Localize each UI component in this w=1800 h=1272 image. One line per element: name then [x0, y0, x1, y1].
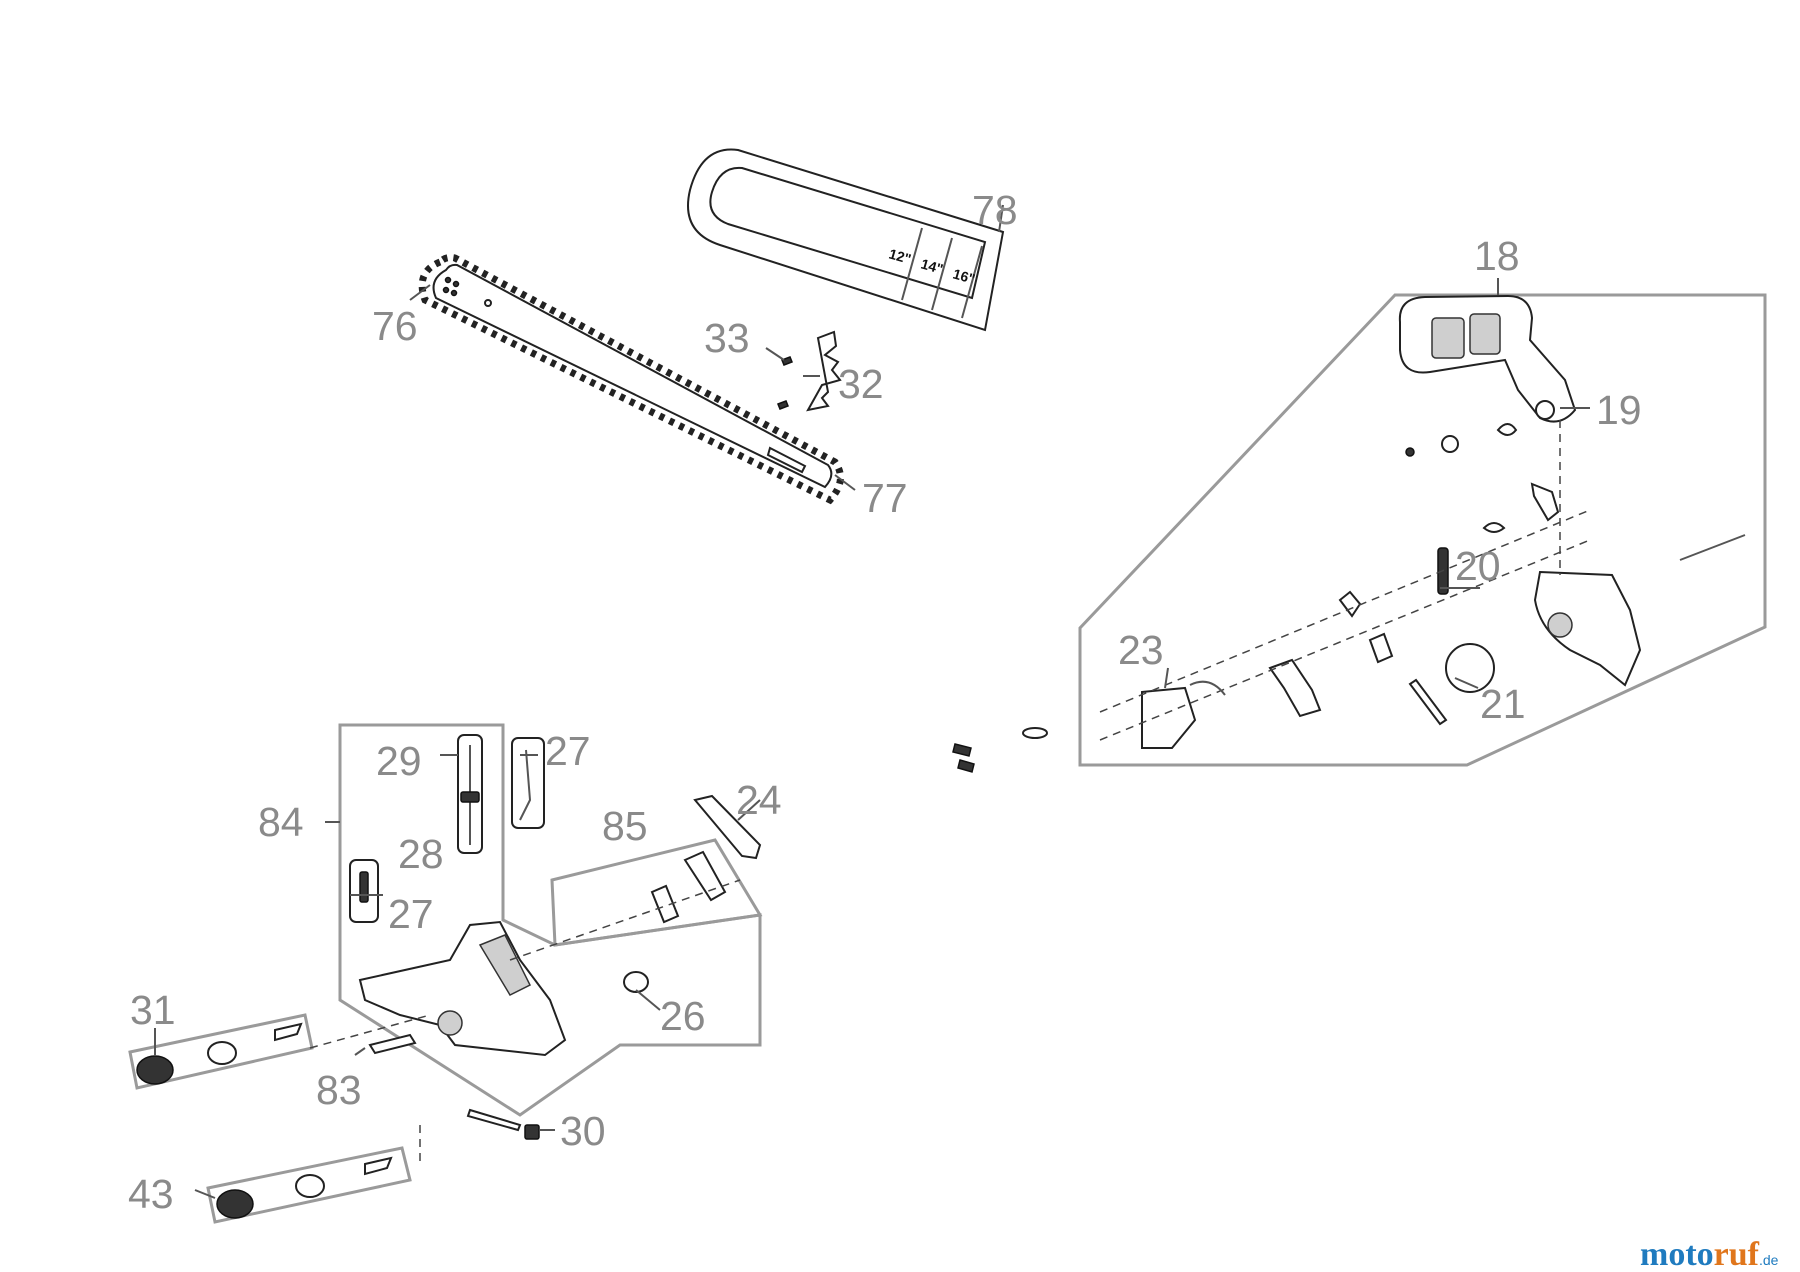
label-20: 20: [1455, 543, 1501, 589]
label-85: 85: [602, 803, 648, 849]
motoruf-watermark: motoruf.de: [1640, 1236, 1779, 1272]
label-76: 76: [372, 303, 418, 349]
watermark-ruf: ruf: [1714, 1236, 1760, 1272]
part-labels: 18 19 20 21 23 24 26 27 27 28 29 30 31 3…: [128, 187, 1642, 1217]
label-33: 33: [704, 315, 750, 361]
chain-brake-handle: [1398, 294, 1577, 423]
oil-pipe-and-strainer: [349, 734, 545, 923]
label-43: 43: [128, 1171, 174, 1217]
label-77: 77: [862, 475, 908, 521]
svg-text:motoruf.de: motoruf.de: [1640, 1236, 1779, 1272]
label-28: 28: [398, 831, 444, 877]
label-27-top: 27: [545, 728, 591, 774]
label-24: 24: [736, 777, 782, 823]
leader-lines: [154, 204, 1590, 1199]
label-18: 18: [1474, 233, 1520, 279]
cover-mark-14: 14": [919, 256, 945, 278]
label-32: 32: [838, 361, 884, 407]
caps-and-plugs: [128, 1013, 540, 1224]
guide-bar-and-chain: [418, 254, 844, 505]
oil-pump-parts: [509, 794, 762, 993]
bar-cover: 12" 14" 16": [687, 148, 1005, 332]
label-23: 23: [1118, 627, 1164, 673]
label-27-bottom: 27: [388, 891, 434, 937]
label-26: 26: [660, 993, 706, 1039]
crankcase: [358, 920, 567, 1057]
label-29: 29: [376, 738, 422, 784]
label-84: 84: [258, 799, 304, 845]
sprocket-cover-group-frame: [1078, 293, 1767, 767]
crankcase-group-frame: [338, 723, 762, 1117]
watermark-suffix: .de: [1759, 1252, 1779, 1268]
brake-parts: [1099, 420, 1746, 749]
cover-mark-12: 12": [887, 246, 913, 268]
cover-mark-16: 16": [951, 266, 977, 288]
label-30: 30: [560, 1108, 606, 1154]
label-21: 21: [1480, 681, 1526, 727]
label-78: 78: [972, 187, 1018, 233]
label-31: 31: [130, 987, 176, 1033]
label-83: 83: [316, 1067, 362, 1113]
label-19: 19: [1596, 387, 1642, 433]
spike-bumper: [777, 330, 842, 412]
oil-pump-group-frame: [550, 838, 763, 947]
loose-small-parts: [952, 727, 1048, 773]
watermark-moto: moto: [1640, 1236, 1714, 1272]
